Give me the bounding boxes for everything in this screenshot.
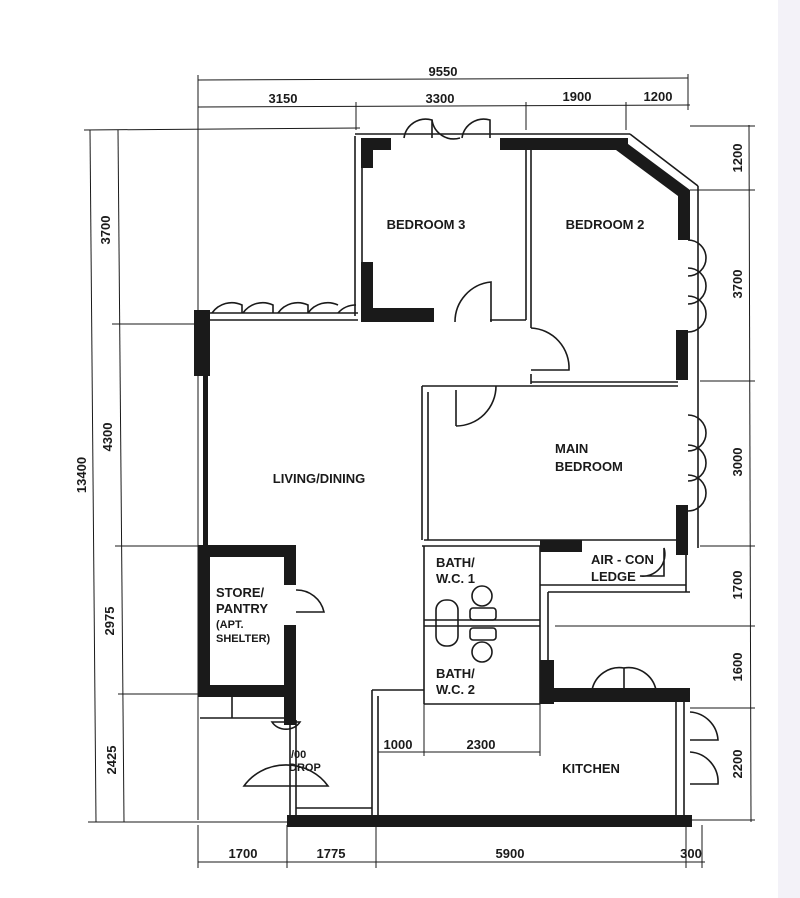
dim-bottom-2: 1775: [317, 846, 346, 861]
top-dimensions: 9550 3150 3300 1900 1200: [197, 64, 691, 820]
bath-fixtures: [435, 585, 497, 663]
dim-top-2: 3300: [426, 91, 455, 106]
dim-overall-width: 9550: [429, 64, 458, 79]
label-store-4: SHELTER): [216, 633, 271, 645]
label-bedroom3: BEDROOM 3: [387, 217, 466, 232]
window-bay-bedroom2: [687, 239, 707, 333]
label-bath1-2: W.C. 1: [436, 571, 475, 586]
side-strip: [778, 0, 800, 898]
label-main-bedroom-1: MAIN: [555, 441, 588, 456]
dim-inner-1: 1000: [384, 737, 413, 752]
dim-right-6: 2200: [730, 750, 745, 779]
dim-inner-2: 2300: [467, 737, 496, 752]
right-dimensions: 1200 3700 3000 1700 1600 2200: [555, 124, 755, 823]
exterior-walls: [194, 118, 707, 555]
window-bay-main-bedroom: [687, 414, 707, 512]
dim-bottom-4: 300: [680, 846, 702, 861]
left-dimensions: 3700 4300 2975 2425 13400: [74, 127, 361, 823]
dim-right-2: 3700: [730, 270, 745, 299]
label-store-2: PANTRY: [216, 601, 268, 616]
room-labels: BEDROOM 3 BEDROOM 2 LIVING/DINING MAIN B…: [216, 217, 654, 776]
label-main-bedroom-2: BEDROOM: [555, 459, 623, 474]
label-refuse-2: DROP: [289, 762, 321, 774]
dim-left-1: 3700: [98, 216, 113, 245]
label-bath1-1: BATH/: [436, 555, 475, 570]
label-refuse-1: /00: [291, 749, 306, 761]
dim-bottom-3: 5900: [496, 846, 525, 861]
dim-top-4: 1200: [644, 89, 673, 104]
label-store-3: (APT.: [216, 619, 244, 631]
label-store-1: STORE/: [216, 585, 265, 600]
label-bedroom2: BEDROOM 2: [566, 217, 645, 232]
label-kitchen: KITCHEN: [562, 761, 620, 776]
dim-top-3: 1900: [563, 89, 592, 104]
dim-overall-depth: 13400: [74, 457, 89, 493]
label-bath2-1: BATH/: [436, 666, 475, 681]
label-bath2-2: W.C. 2: [436, 682, 475, 697]
dim-right-1: 1200: [730, 144, 745, 173]
dim-left-4: 2425: [104, 746, 119, 775]
dim-right-3: 3000: [730, 448, 745, 477]
floor-plan-page: 9550 3150 3300 1900 1200 3700 4300 2975 …: [74, 64, 755, 868]
interior-walls: 1000 2300: [198, 150, 719, 827]
label-aircon-2: LEDGE: [591, 569, 636, 584]
label-living-dining: LIVING/DINING: [273, 471, 365, 486]
dim-bottom-1: 1700: [229, 846, 258, 861]
dim-right-5: 1600: [730, 653, 745, 682]
dim-left-3: 2975: [102, 607, 117, 636]
floor-plan-drawing: 9550 3150 3300 1900 1200 3700 4300 2975 …: [74, 64, 755, 868]
bottom-dimensions: 1700 1775 5900 300: [197, 825, 705, 868]
dim-left-2: 4300: [100, 423, 115, 452]
window-bedroom3-top: [403, 118, 491, 140]
label-aircon-1: AIR - CON: [591, 552, 654, 567]
dim-right-4: 1700: [730, 571, 745, 600]
window-living-top: [211, 301, 357, 314]
dim-top-1: 3150: [269, 91, 298, 106]
